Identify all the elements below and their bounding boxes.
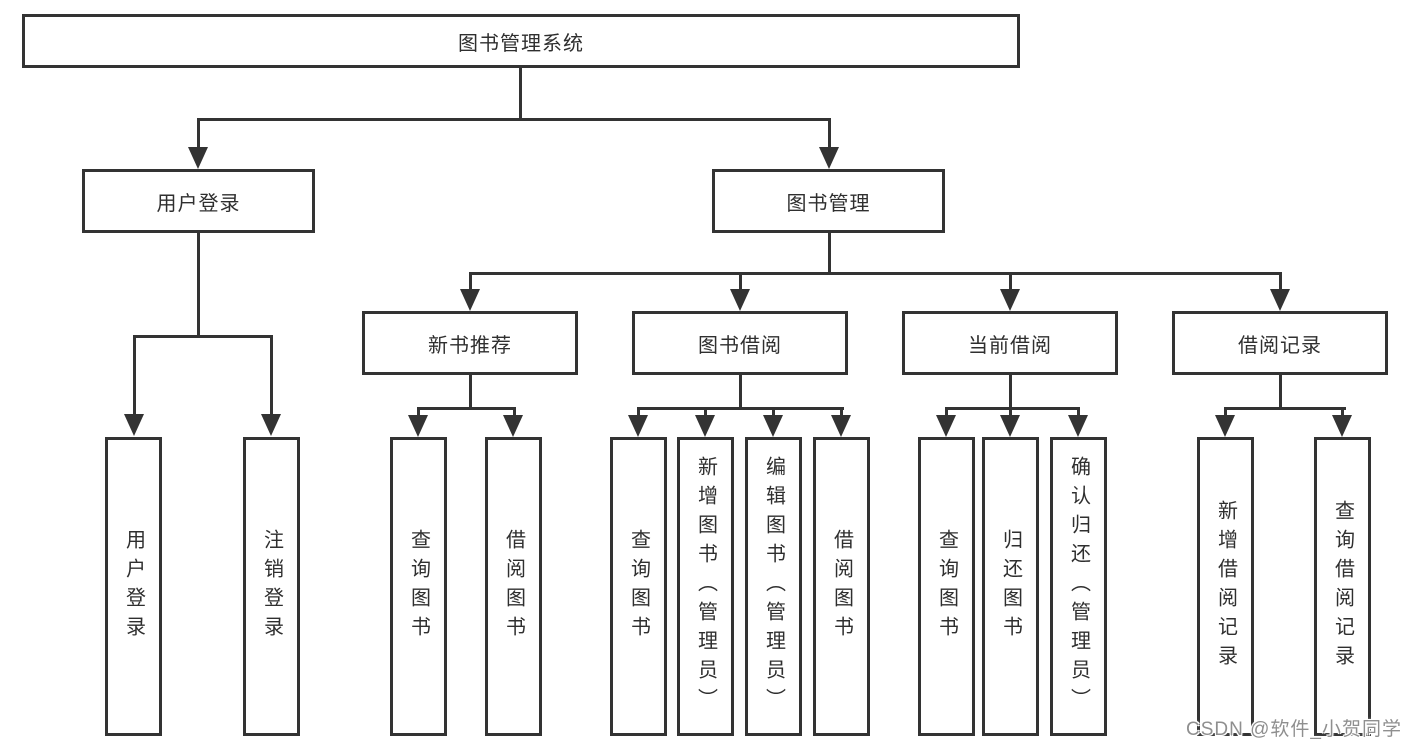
connector-stem-borrow-records	[1279, 272, 1282, 290]
connector-bookborrow-hbar	[637, 407, 844, 410]
leaf-label: 用户登录	[122, 528, 145, 645]
connector-stem-new-book	[469, 272, 472, 290]
arrowhead-icon	[460, 289, 480, 311]
connector-records-hbar	[1224, 407, 1346, 410]
leaf-query-borrow-record: 查询借阅记录	[1314, 437, 1371, 736]
connector-stem-book-borrow	[739, 272, 742, 290]
arrowhead-icon	[1270, 289, 1290, 311]
node-root-system: 图书管理系统	[22, 14, 1020, 68]
node-user-login: 用户登录	[82, 169, 315, 233]
node-current-borrow: 当前借阅	[902, 311, 1118, 375]
arrowhead-icon	[408, 415, 428, 437]
connector-stem	[772, 407, 775, 417]
connector-currentborrow-hbar	[945, 407, 1080, 410]
connector-stem	[417, 407, 420, 417]
leaf-label: 新增借阅记录	[1214, 499, 1237, 674]
arrowhead-icon	[124, 414, 144, 436]
node-borrow-records: 借阅记录	[1172, 311, 1388, 375]
leaf-label: 注销登录	[260, 528, 283, 645]
connector-records-vstub	[1279, 374, 1282, 407]
leaf-label: 借阅图书	[830, 528, 853, 645]
leaf-query-books-borrow: 查询图书	[610, 437, 667, 736]
node-book-management: 图书管理	[712, 169, 945, 233]
connector-stem	[840, 407, 843, 417]
connector-bookborrow-vstub	[739, 374, 742, 407]
connector-stem	[1077, 407, 1080, 417]
arrowhead-icon	[1215, 415, 1235, 437]
connector-userlogin-vstub	[197, 232, 200, 335]
leaf-user-login: 用户登录	[105, 437, 162, 736]
arrowhead-icon	[628, 415, 648, 437]
leaf-borrow-books-recommend: 借阅图书	[485, 437, 542, 736]
arrowhead-icon	[936, 415, 956, 437]
leaf-label: 确认归还（管理员）	[1067, 456, 1090, 717]
connector-root-hbar	[197, 118, 831, 121]
leaf-query-books-recommend: 查询图书	[390, 437, 447, 736]
arrowhead-icon	[730, 289, 750, 311]
connector-stem-book-management	[828, 118, 831, 150]
connector-bookmgmt-vstub	[828, 231, 831, 272]
leaf-edit-book-admin: 编辑图书（管理员）	[745, 437, 802, 736]
connector-stem-user-login	[197, 118, 200, 150]
arrowhead-icon	[1332, 415, 1352, 437]
leaf-label: 查询图书	[935, 528, 958, 645]
connector-stem	[945, 407, 948, 417]
leaf-query-books-current: 查询图书	[918, 437, 975, 736]
node-book-borrow: 图书借阅	[632, 311, 848, 375]
arrowhead-icon	[1068, 415, 1088, 437]
leaf-borrow-books: 借阅图书	[813, 437, 870, 736]
leaf-label: 借阅图书	[502, 528, 525, 645]
arrowhead-icon	[261, 414, 281, 436]
arrowhead-icon	[188, 147, 208, 169]
arrowhead-icon	[831, 415, 851, 437]
connector-stem-current-borrow	[1009, 272, 1012, 290]
arrowhead-icon	[819, 147, 839, 169]
leaf-add-borrow-record: 新增借阅记录	[1197, 437, 1254, 736]
connector-stem	[704, 407, 707, 417]
connector-stem	[1341, 407, 1344, 417]
leaf-label: 编辑图书（管理员）	[762, 456, 785, 717]
arrowhead-icon	[503, 415, 523, 437]
connector-stem	[637, 407, 640, 417]
connector-stem	[1009, 407, 1012, 417]
arrowhead-icon	[1000, 289, 1020, 311]
leaf-label: 查询图书	[627, 528, 650, 645]
arrowhead-icon	[695, 415, 715, 437]
leaf-confirm-return-admin: 确认归还（管理员）	[1050, 437, 1107, 736]
leaf-label: 查询图书	[407, 528, 430, 645]
leaf-label: 归还图书	[999, 528, 1022, 645]
connector-root-vstub	[519, 68, 522, 121]
connector-stem-leaf-user-login	[133, 335, 136, 415]
leaf-return-books: 归还图书	[982, 437, 1039, 736]
leaf-logout: 注销登录	[243, 437, 300, 736]
leaf-label: 新增图书（管理员）	[694, 456, 717, 717]
connector-newbook-hbar	[417, 407, 516, 410]
connector-currentborrow-vstub	[1009, 374, 1012, 407]
arrowhead-icon	[1000, 415, 1020, 437]
connector-stem-leaf-logout	[270, 335, 273, 415]
csdn-watermark: CSDN @软件_小贺同学	[1186, 719, 1402, 740]
leaf-add-book-admin: 新增图书（管理员）	[677, 437, 734, 736]
arrowhead-icon	[763, 415, 783, 437]
node-new-book-recommend: 新书推荐	[362, 311, 578, 375]
leaf-label: 查询借阅记录	[1331, 499, 1354, 674]
connector-userlogin-hbar	[133, 335, 273, 338]
connector-stem	[1224, 407, 1227, 417]
connector-newbook-vstub	[469, 374, 472, 407]
connector-bookmgmt-hbar	[469, 272, 1282, 275]
connector-stem	[513, 407, 516, 417]
